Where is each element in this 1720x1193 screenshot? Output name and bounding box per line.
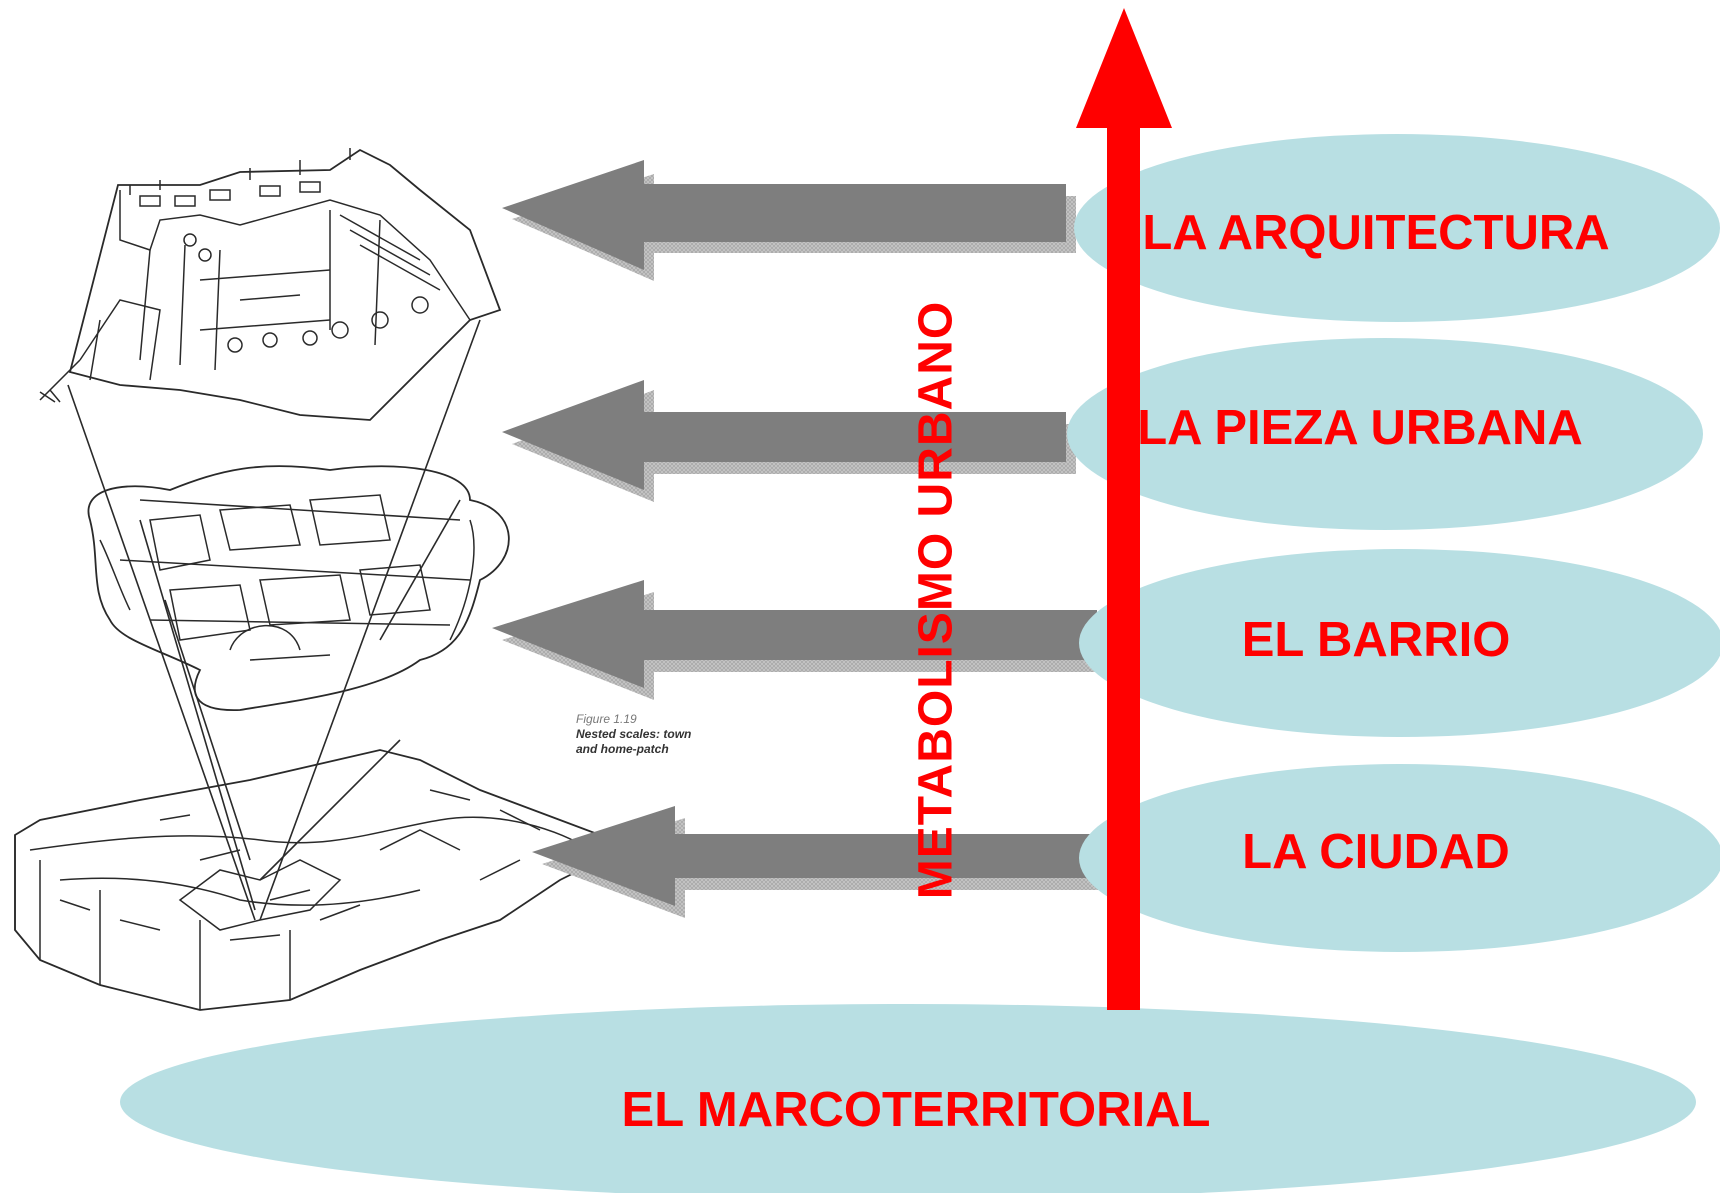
vertical-label-metabolismo: METABOLISMO URBANO bbox=[909, 300, 963, 900]
level-label-arquitectura: LA ARQUITECTURA bbox=[1142, 206, 1610, 260]
level-label-ciudad: LA CIUDAD bbox=[1242, 825, 1510, 879]
level-ellipses bbox=[120, 134, 1720, 1193]
gray-arrow-barrio bbox=[492, 580, 1107, 700]
figure-caption: Figure 1.19 Nested scales: town and home… bbox=[576, 712, 696, 757]
figure-caption-line1: Nested scales: town bbox=[576, 727, 692, 741]
ellipse-barrio bbox=[1079, 549, 1720, 737]
level-label-pieza-urbana: LA PIEZA URBANA bbox=[1137, 401, 1583, 455]
neighbourhood-sketch bbox=[87, 465, 510, 711]
gray-arrow-ciudad bbox=[532, 806, 1110, 918]
ellipse-ciudad bbox=[1079, 764, 1720, 952]
architecture-sketch bbox=[39, 148, 502, 421]
gray-arrows bbox=[492, 160, 1110, 918]
ellipse-pieza-urbana bbox=[1067, 338, 1703, 530]
figure-number: Figure 1.19 bbox=[576, 712, 637, 726]
ellipse-marco-territorial bbox=[120, 1004, 1696, 1193]
level-label-barrio: EL BARRIO bbox=[1241, 613, 1511, 667]
ellipse-arquitectura bbox=[1074, 134, 1720, 322]
gray-arrow-pieza-urbana bbox=[502, 380, 1076, 502]
nested-scales-sketch bbox=[14, 148, 601, 1011]
red-upward-arrow bbox=[1076, 8, 1172, 1010]
level-label-marco-territorial: EL MARCOTERRITORIAL bbox=[621, 1083, 1211, 1137]
projection-lines bbox=[67, 319, 481, 921]
gray-arrow-arquitectura bbox=[502, 160, 1076, 281]
figure-caption-line2: and home-patch bbox=[576, 742, 669, 756]
